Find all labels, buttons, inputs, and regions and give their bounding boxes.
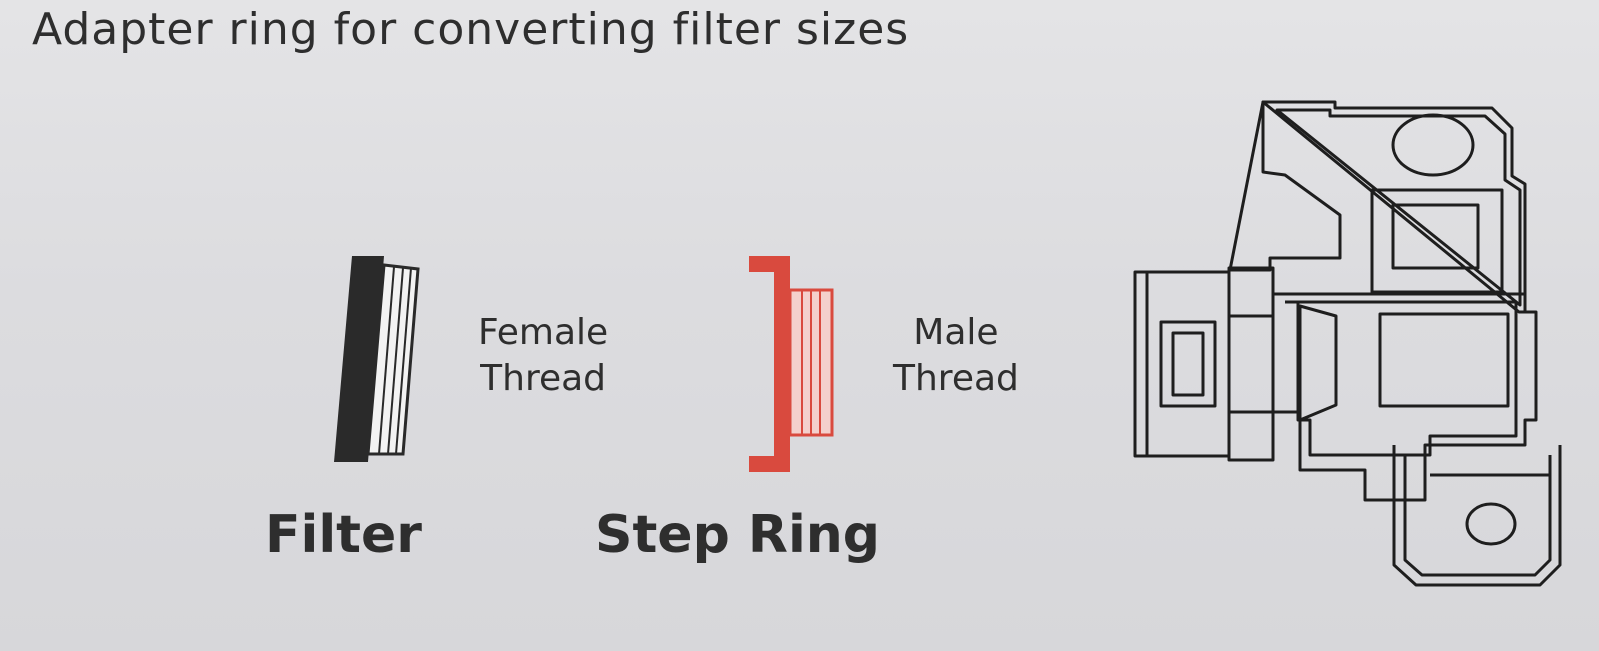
subtitle: Adapter ring for converting filter sizes xyxy=(32,4,910,55)
male-thread-label: Male Thread xyxy=(893,310,1019,402)
step-ring-label: Step Ring xyxy=(595,505,881,565)
female-thread-line1: Female xyxy=(478,312,609,353)
male-thread-line1: Male xyxy=(913,312,999,353)
male-thread-line2: Thread xyxy=(893,358,1019,399)
camera-outline-icon xyxy=(1133,100,1562,587)
female-thread-line2: Thread xyxy=(480,358,607,399)
step-ring-side-view-icon xyxy=(749,256,834,472)
filter-label: Filter xyxy=(265,505,422,565)
female-thread-label: Female Thread xyxy=(478,310,608,402)
filter-side-view-icon xyxy=(334,256,420,462)
